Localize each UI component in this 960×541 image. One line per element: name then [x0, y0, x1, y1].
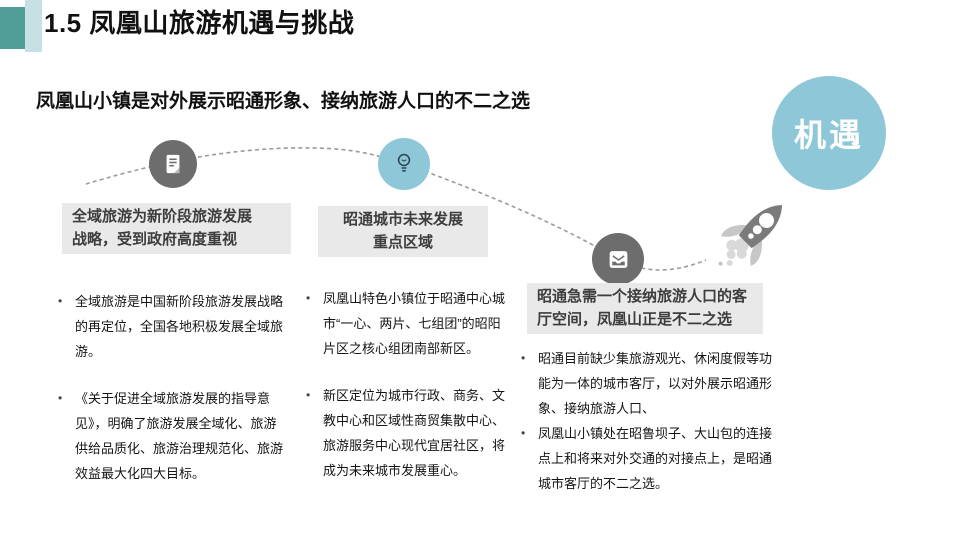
bullet-marker: • — [58, 294, 63, 308]
inbox-icon — [609, 250, 627, 268]
column-bullets-3: • 昭通目前缺少集旅游观光、休闲度假等功能为一体的城市客厅，以对外展示昭通形象、… — [521, 346, 779, 496]
bullet-text: 全域旅游是中国新阶段旅游发展战略的再定位，全国各地积极发展全域旅游。 — [75, 294, 284, 359]
bullet-item: • 昭通目前缺少集旅游观光、休闲度假等功能为一体的城市客厅，以对外展示昭通形象、… — [521, 346, 779, 421]
opportunity-badge: 机遇 — [772, 76, 886, 190]
bullet-item: • 凤凰山特色小镇位于昭通中心城市“一心、两片、七组团”的昭阳片区之核心组团南部… — [306, 286, 516, 361]
bullet-text: 凤凰山小镇处在昭鲁坝子、大山包的连接点上和将来对外交通的对接点上，是昭通城市客厅… — [538, 426, 773, 491]
bullet-item: • 凤凰山小镇处在昭鲁坝子、大山包的连接点上和将来对外交通的对接点上，是昭通城市… — [521, 421, 779, 496]
accent-bar-dark-teal — [0, 7, 25, 49]
bullet-item: • 《关于促进全域旅游发展的指导意见》，明确了旅游发展全域化、旅游供给品质化、旅… — [58, 386, 290, 486]
bullet-text: 《关于促进全域旅游发展的指导意见》，明确了旅游发展全域化、旅游供给品质化、旅游治… — [75, 391, 284, 481]
page-title: 1.5 凤凰山旅游机遇与挑战 — [44, 8, 355, 38]
lightbulb-icon — [397, 153, 411, 172]
document-icon — [166, 154, 180, 174]
bullet-marker: • — [306, 388, 311, 402]
bullet-marker: • — [521, 351, 526, 365]
rocket-icon — [718, 204, 783, 266]
bullet-text: 新区定位为城市行政、商务、文教中心和区域性商贸集散中心、旅游服务中心现代宜居社区… — [323, 388, 506, 478]
bullet-marker: • — [521, 426, 526, 440]
bullet-item: • 全域旅游是中国新阶段旅游发展战略的再定位，全国各地积极发展全域旅游。 — [58, 289, 290, 364]
bullet-marker: • — [306, 291, 311, 305]
bullet-text: 昭通目前缺少集旅游观光、休闲度假等功能为一体的城市客厅，以对外展示昭通形象、接纳… — [538, 351, 773, 416]
column-header-1: 全域旅游为新阶段旅游发展战略，受到政府高度重视 — [62, 203, 291, 254]
bullet-item: • 新区定位为城市行政、商务、文教中心和区域性商贸集散中心、旅游服务中心现代宜居… — [306, 383, 516, 483]
page-subtitle: 凤凰山小镇是对外展示昭通形象、接纳旅游人口的不二之选 — [36, 91, 531, 112]
milestone-circle-city-plan — [378, 138, 430, 190]
column-bullets-2: • 凤凰山特色小镇位于昭通中心城市“一心、两片、七组团”的昭阳片区之核心组团南部… — [306, 286, 516, 483]
milestone-circle-guest-hall — [592, 233, 644, 285]
column-header-3: 昭通急需一个接纳旅游人口的客厅空间，凤凰山正是不二之选 — [527, 283, 763, 334]
column-bullets-1: • 全域旅游是中国新阶段旅游发展战略的再定位，全国各地积极发展全域旅游。 • 《… — [58, 289, 290, 486]
bullet-marker: • — [58, 391, 63, 405]
bullet-text: 凤凰山特色小镇位于昭通中心城市“一心、两片、七组团”的昭阳片区之核心组团南部新区… — [323, 291, 506, 356]
milestone-circle-policy — [149, 140, 197, 188]
accent-bar-light-teal — [25, 0, 42, 52]
column-header-2: 昭通城市未来发展重点区域 — [318, 206, 488, 257]
